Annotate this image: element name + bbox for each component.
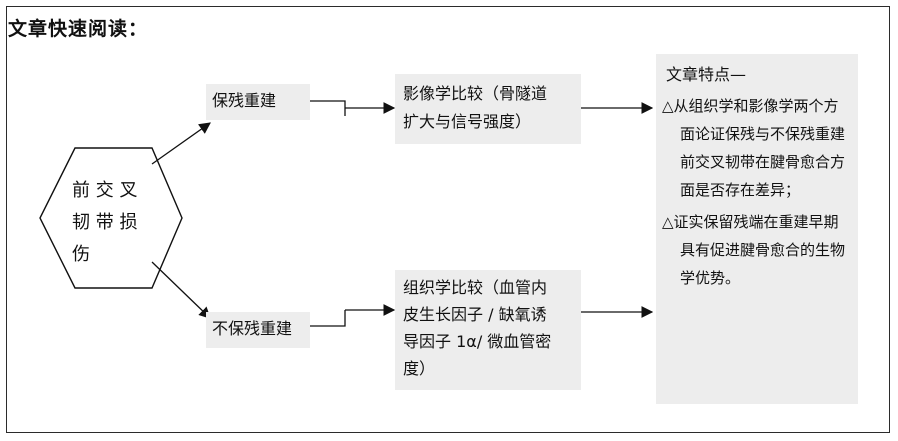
feature-item-2: △证实保留残端在重建早期具有促进腱骨愈合的生物学优势。 [662,213,846,287]
diagram-title: 文章快速阅读： [8,18,149,40]
branch-bottom-label: 不保残重建 [212,319,293,338]
top-branch-bracket [310,100,346,116]
hexagon-line-1: 前 交 叉 [72,180,138,201]
imaging-line-1: 影像学比较（骨隧道 [403,84,548,103]
bottom-branch-bracket [310,310,346,327]
histology-line-1: 组织学比较（血管内 [403,278,548,297]
arrow-to-bottom-branch [151,261,211,319]
imaging-comparison-box: 影像学比较（骨隧道 扩大与信号强度） [395,74,581,144]
histology-line-4: 度） [403,359,436,378]
hexagon-line-3: 伤 [72,244,90,265]
branch-top-label: 保残重建 [212,91,277,110]
imaging-line-2: 扩大与信号强度） [403,112,532,131]
branch-no-remnant: 不保残重建 [206,312,310,348]
branch-preserve-remnant: 保残重建 [206,84,310,120]
hexagon-shape [39,147,183,289]
histology-line-3: 导因子 1α/ 微血管密 [403,332,552,351]
histology-line-2: 皮生长因子 / 缺氧诱 [403,305,547,324]
feature-item-1: △从组织学和影像学两个方面论证保残与不保残重建前交叉韧带在腱骨愈合方面是否存在差… [662,97,846,199]
hexagon-line-2: 韧 带 损 [72,212,138,233]
features-heading: 文章特点— [666,65,747,84]
histology-comparison-box: 组织学比较（血管内 皮生长因子 / 缺氧诱 导因子 1α/ 微血管密 度） [395,270,581,390]
features-panel: 文章特点— △从组织学和影像学两个方面论证保残与不保残重建前交叉韧带在腱骨愈合方… [656,54,858,404]
arrow-to-top-branch [151,122,211,165]
